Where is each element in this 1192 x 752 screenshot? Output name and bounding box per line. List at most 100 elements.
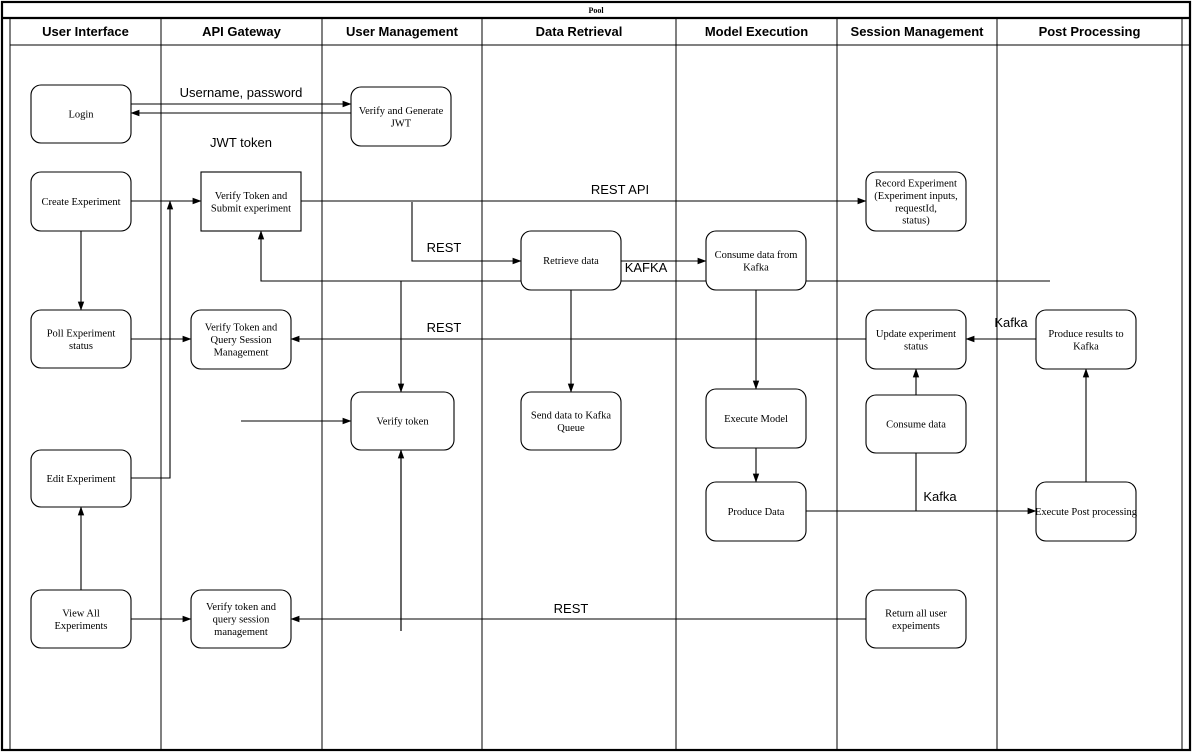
node-shape-send-data-to-kafka-queue[interactable]	[520, 391, 622, 451]
node-shape-verify-token-query-session-management-2[interactable]	[190, 589, 292, 649]
node-record-experiment[interactable]: Record Experiment(Experiment inputs,requ…	[865, 171, 967, 232]
node-label-execute-model: Execute Model	[724, 414, 788, 425]
node-shape-consume-data[interactable]	[865, 394, 967, 454]
node-shape-view-all-experiments[interactable]	[30, 589, 132, 649]
node-shape-update-experiment-status[interactable]	[865, 309, 967, 370]
connector-label-return-all-to-verify-query-session-2: REST	[554, 601, 589, 616]
node-label-send-data-to-kafka-queue: Queue	[557, 423, 585, 434]
pool-title: Pool	[588, 6, 604, 15]
node-label-verify-and-generate-jwt: JWT	[391, 118, 412, 129]
node-shape-create-experiment[interactable]	[30, 171, 132, 232]
connector-label-produce-data-to-execute-post: Kafka	[923, 489, 957, 504]
node-poll-experiment-status[interactable]: Poll Experiment status	[30, 309, 132, 369]
connector-label-verify-jwt-to-login: JWT token	[210, 135, 272, 150]
node-label-login: Login	[68, 110, 94, 121]
node-label-record-experiment: Record Experiment	[875, 179, 957, 190]
connector-label-verify-submit-to-record-experiment: REST API	[591, 182, 649, 197]
node-label-return-all-user-experiments: expeiments	[892, 621, 940, 632]
node-shape-edit-experiment[interactable]	[30, 449, 132, 508]
node-label-retrieve-data: Retrieve data	[543, 256, 599, 267]
node-shape-produce-results-to-kafka[interactable]	[1035, 309, 1137, 370]
lane-title-post-processing: Post Processing	[1039, 24, 1141, 39]
node-label-verify-and-generate-jwt: Verify and Generate	[359, 106, 444, 117]
node-label-verify-token-query-session-management: Verify Token and	[205, 323, 278, 334]
node-login[interactable]: Login	[30, 84, 132, 144]
node-execute-post-processing[interactable]: Execute Post processing	[1035, 481, 1138, 542]
node-label-update-experiment-status: status	[904, 341, 928, 352]
node-shape-poll-experiment-status[interactable]	[30, 309, 132, 369]
node-label-edit-experiment: Edit Experiment	[46, 474, 115, 485]
connector-label-produce-results-to-update-status: Kafka	[994, 315, 1028, 330]
node-label-verify-token-query-session-management-2: query session	[213, 615, 271, 626]
lane-title-group: User Interface API Gateway User Management…	[42, 24, 1140, 39]
connector-verify-submit-to-retrieve-data	[411, 202, 522, 265]
node-label-produce-results-to-kafka: Kafka	[1073, 341, 1099, 352]
connector-edit-experiment-to-verify-submit	[131, 200, 174, 479]
connector-label-verify-submit-to-retrieve-data: REST	[427, 240, 462, 255]
node-shape-verify-and-generate-jwt[interactable]	[350, 86, 452, 147]
node-shape-execute-post-processing[interactable]	[1035, 481, 1137, 542]
node-consume-data[interactable]: Consume data	[865, 394, 967, 454]
lane-title-user-interface: User Interface	[42, 24, 129, 39]
node-label-consume-data: Consume data	[886, 420, 946, 431]
lane-title-data-retrieval: Data Retrieval	[536, 24, 623, 39]
node-edit-experiment[interactable]: Edit Experiment	[30, 449, 132, 508]
node-label-verify-token-query-session-management-2: Verify token and	[206, 602, 277, 613]
node-label-view-all-experiments: Experiments	[54, 621, 107, 632]
node-label-verify-token-submit-experiment: Verify Token and	[215, 191, 288, 202]
node-label-produce-results-to-kafka: Produce results to	[1048, 329, 1123, 340]
node-label-consume-data-from-kafka: Consume data from	[715, 250, 798, 261]
connector-label-retrieve-data-to-consume-kafka: KAFKA	[625, 260, 668, 275]
node-shape-return-all-user-experiments[interactable]	[865, 589, 967, 649]
node-label-update-experiment-status: Update experiment	[876, 329, 956, 340]
node-shape-produce-data[interactable]	[705, 481, 807, 542]
node-label-return-all-user-experiments: Return all user	[885, 608, 947, 619]
node-shape-login[interactable]	[30, 84, 132, 144]
connector-label-login-to-verify-jwt: Username, password	[180, 85, 303, 100]
node-label-verify-token-query-session-management: Management	[214, 348, 269, 359]
node-label-produce-data: Produce Data	[728, 507, 785, 518]
lane-title-user-management: User Management	[346, 24, 459, 39]
node-label-record-experiment: status)	[902, 216, 930, 227]
node-label-send-data-to-kafka-queue: Send data to Kafka	[531, 410, 612, 421]
node-produce-data[interactable]: Produce Data	[705, 481, 807, 542]
lane-title-session-management: Session Management	[851, 24, 985, 39]
node-shape-verify-token-query-session-management[interactable]	[190, 309, 292, 370]
connector-label-update-status-to-verify-query-session: REST	[427, 320, 462, 335]
node-label-verify-token: Verify token	[376, 417, 429, 428]
node-shape-record-experiment[interactable]	[865, 171, 967, 232]
node-label-verify-token-submit-experiment: Submit experiment	[211, 203, 291, 214]
node-label-poll-experiment-status: Poll Experiment	[47, 328, 116, 339]
node-label-create-experiment: Create Experiment	[41, 197, 120, 208]
node-label-verify-token-query-session-management: Query Session	[211, 335, 273, 346]
node-verify-token[interactable]: Verify token	[350, 391, 455, 451]
node-retrieve-data[interactable]: Retrieve data	[520, 230, 622, 291]
lane-title-api-gateway: API Gateway	[202, 24, 282, 39]
node-shape-retrieve-data[interactable]	[520, 230, 622, 291]
node-shape-verify-token[interactable]	[350, 391, 455, 451]
node-shape-verify-token-submit-experiment[interactable]	[200, 171, 302, 232]
node-label-view-all-experiments: View All	[62, 608, 100, 619]
node-label-record-experiment: (Experiment inputs,	[874, 191, 957, 202]
node-label-poll-experiment-status: status	[69, 341, 93, 352]
node-return-all-user-experiments[interactable]: Return all user expeiments	[865, 589, 967, 649]
node-create-experiment[interactable]: Create Experiment	[30, 171, 132, 232]
node-label-record-experiment: requestId,	[895, 203, 937, 214]
node-execute-model[interactable]: Execute Model	[705, 388, 807, 449]
node-shape-consume-data-from-kafka[interactable]	[705, 230, 807, 291]
node-shape-execute-model[interactable]	[705, 388, 807, 449]
